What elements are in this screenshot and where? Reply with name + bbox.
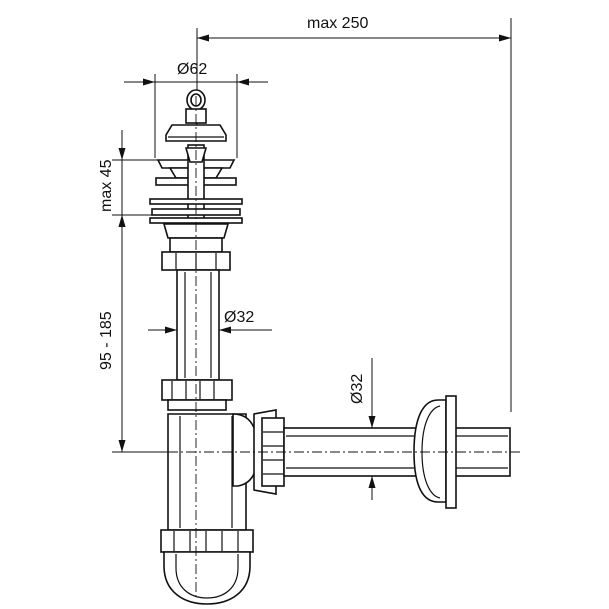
dim-max-length: max 250 xyxy=(196,15,512,412)
bottle-trap xyxy=(160,413,259,605)
vertical-pipe xyxy=(176,269,220,381)
arrowhead xyxy=(499,34,511,42)
lower-union-nut xyxy=(161,379,233,411)
arrowhead xyxy=(118,215,126,227)
arrowhead xyxy=(118,440,126,452)
arrowhead xyxy=(237,78,249,86)
dim-stopper-height: max 45 xyxy=(98,130,160,242)
arrowhead xyxy=(143,78,155,86)
dim-label-vertical-pipe-diameter: Ø32 xyxy=(224,309,254,326)
arrowhead xyxy=(219,326,231,334)
arrowhead xyxy=(197,34,209,42)
arrowhead xyxy=(368,416,376,428)
nut-collar xyxy=(167,399,227,411)
arrowhead xyxy=(165,326,177,334)
arrowhead xyxy=(368,476,376,488)
arrowhead xyxy=(118,148,126,160)
dim-label-stopper-height: max 45 xyxy=(98,159,115,212)
rosette-body xyxy=(413,399,447,503)
cup-inner-line xyxy=(175,554,239,599)
dim-label-pipe-height: 95 - 185 xyxy=(98,311,115,370)
dim-top-diameter: Ø62 xyxy=(124,61,268,158)
dim-pipe-height: 95 - 185 xyxy=(98,215,168,453)
dim-label-max-length: max 250 xyxy=(307,15,368,32)
bottom-nut xyxy=(160,529,254,553)
dim-label-top-diameter: Ø62 xyxy=(177,61,207,78)
dim-label-outlet-pipe-diameter: Ø32 xyxy=(349,374,366,404)
